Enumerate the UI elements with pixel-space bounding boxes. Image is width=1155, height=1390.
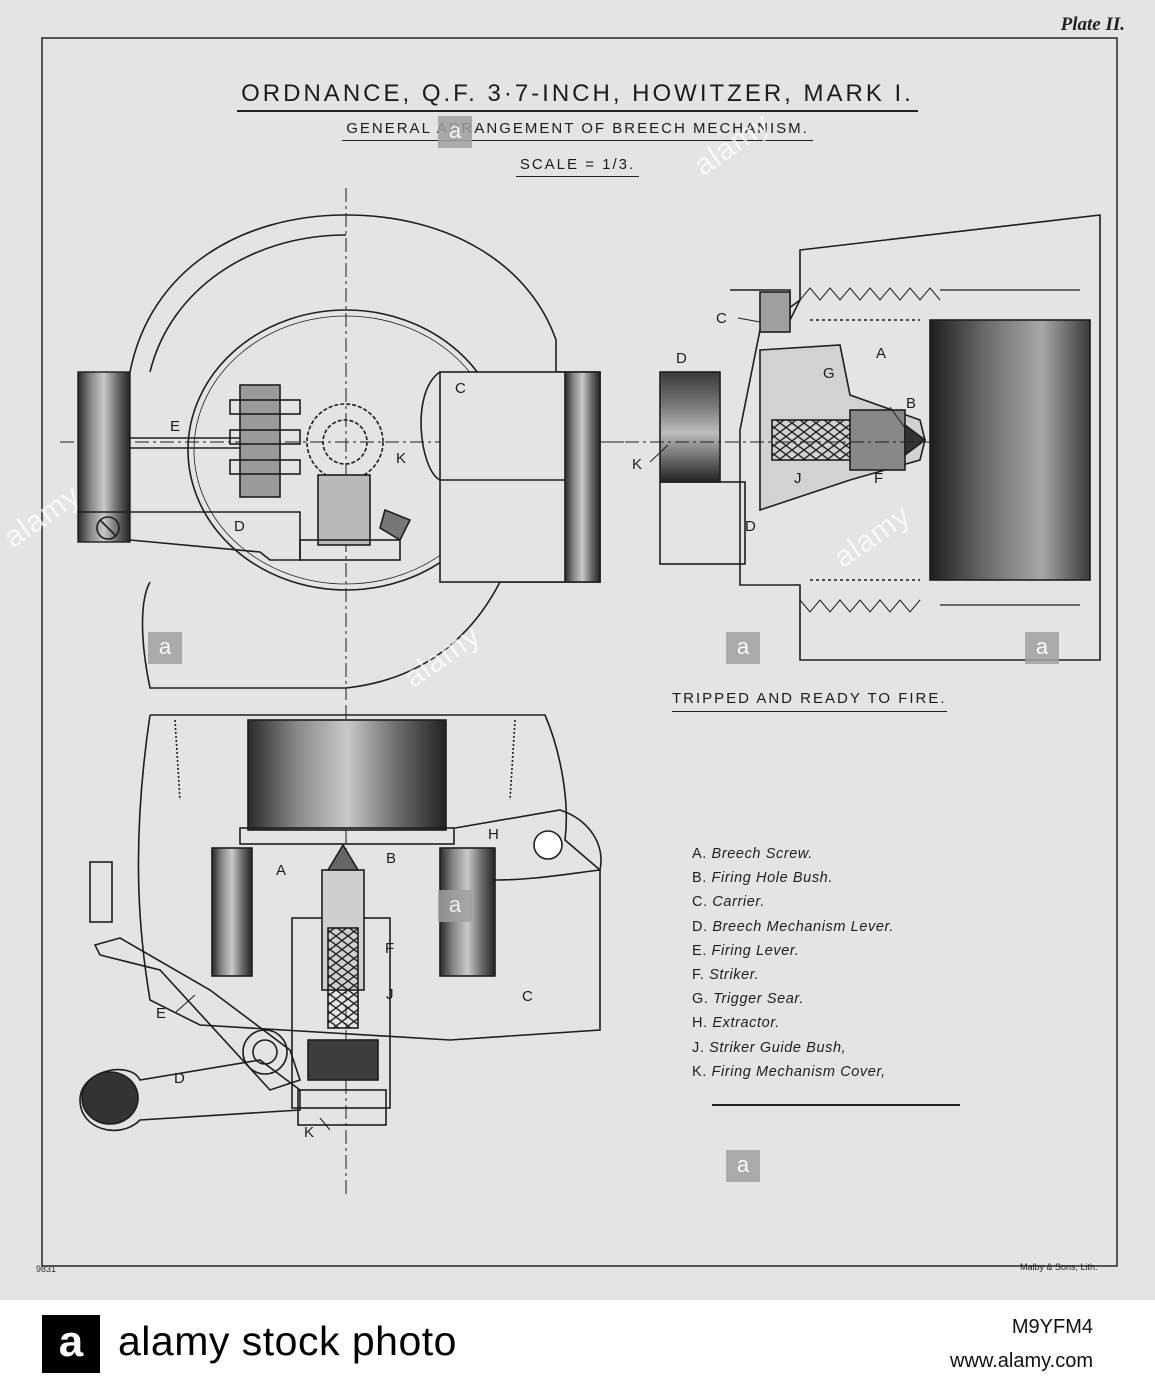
legend-item: K. Firing Mechanism Cover, (692, 1063, 886, 1080)
watermark-badge: a (438, 890, 472, 922)
legend-item: E. Firing Lever. (692, 942, 800, 959)
border-frame (41, 37, 1118, 1267)
legend-item: B. Firing Hole Bush. (692, 870, 833, 887)
label-d-lever-section-bottom: D (745, 518, 756, 535)
label-e-firing-lever: E (170, 418, 181, 435)
label-k-cover: K (396, 450, 407, 467)
footer-brand-text: alamy stock photo (118, 1318, 457, 1364)
image-id: M9YFM4 (1011, 1316, 1093, 1338)
watermark-badge: a (1025, 632, 1059, 664)
end-view-drawing (60, 188, 630, 700)
watermark-badge: a (726, 1150, 760, 1182)
label-d-lever-section-top: D (676, 350, 687, 367)
alamy-logo: a (42, 1315, 100, 1373)
label-j-guide-bush: J (794, 470, 802, 487)
label-k-cover-plan: K (304, 1124, 315, 1141)
label-k-cover-section: K (632, 456, 643, 473)
legend-item: A. Breech Screw. (692, 846, 813, 862)
technical-drawing (41, 37, 1118, 1267)
label-h-extractor: H (488, 826, 499, 843)
label-b-bush-plan: B (386, 850, 397, 867)
label-c-carrier-plan: C (522, 988, 533, 1005)
label-a-breech-screw-plan: A (276, 862, 287, 879)
legend-item: C. Carrier. (692, 894, 765, 911)
footer-url: www.alamy.com (950, 1350, 1093, 1372)
stock-footer: a alamy stock photo M9YFM4 www.alamy.com (0, 1300, 1155, 1390)
label-d-lever-plan: D (174, 1070, 185, 1087)
watermark-badge: a (438, 116, 472, 148)
legend-item: J. Striker Guide Bush, (692, 1039, 847, 1056)
legend-item: H. Extractor. (692, 1015, 780, 1032)
legend-item: F. Striker. (692, 966, 760, 983)
label-e-firing-lever-plan: E (156, 1005, 167, 1022)
lithographer-credit: Malby & Sons, Lith. (1020, 1262, 1098, 1272)
drawing-subtitle: GENERAL ARRANGEMENT OF BREECH MECHANISM. (0, 120, 1155, 141)
watermark-badge: a (148, 632, 182, 664)
legend-item: D. Breech Mechanism Lever. (692, 918, 895, 935)
label-c-carrier-section: C (716, 310, 727, 327)
label-b-firing-hole-bush: B (906, 395, 917, 412)
label-a-breech-screw: A (876, 345, 887, 362)
status-caption: TRIPPED AND READY TO FIRE. (672, 690, 947, 712)
scale-label: SCALE = 1/3. (0, 156, 1155, 177)
label-f-striker-plan: F (385, 940, 395, 957)
legend-item: G. Trigger Sear. (692, 991, 804, 1008)
label-g-trigger-sear: G (823, 365, 835, 382)
label-d-lever: D (234, 518, 245, 535)
drawing-title: ORDNANCE, Q.F. 3·7-INCH, HOWITZER, MARK … (0, 80, 1155, 112)
legend-underline (712, 1104, 960, 1106)
label-c-carrier: C (455, 380, 466, 397)
parts-legend: A. Breech Screw. B. Firing Hole Bush. C.… (692, 846, 894, 1088)
watermark-badge: a (726, 632, 760, 664)
plate-sheet: Plate II. ORDNANCE, Q.F. 3·7-INCH, HOWIT… (0, 0, 1155, 1300)
label-j-guide-bush-plan: J (386, 986, 394, 1003)
plan-view-drawing (79, 705, 602, 1195)
label-f-striker: F (874, 470, 884, 487)
drawing-number: 9831 (36, 1264, 57, 1274)
plate-number: Plate II. (1060, 14, 1125, 35)
section-view-drawing (600, 214, 1101, 661)
